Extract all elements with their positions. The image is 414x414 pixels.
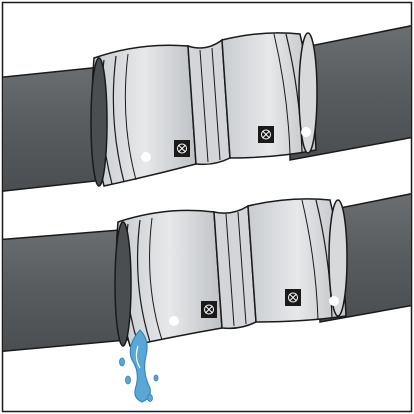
lower-press-indicator-right	[285, 289, 301, 306]
upper-coupling	[90, 32, 318, 187]
lower-press-indicator-left	[201, 301, 217, 318]
water-drop-icon	[147, 394, 153, 402]
lower-seal-marker-left	[169, 316, 179, 326]
water-leak-icon	[119, 329, 159, 403]
water-drop-icon	[153, 374, 159, 382]
lower-pipe-assembly	[3, 193, 411, 403]
upper-seal-marker-left	[141, 152, 151, 162]
upper-press-indicator-left	[174, 140, 190, 157]
upper-pipe-assembly	[3, 25, 411, 192]
water-drop-icon	[125, 375, 131, 385]
lower-coupling	[114, 198, 348, 347]
water-drop-icon	[119, 357, 125, 367]
lower-seal-marker-right	[329, 296, 339, 306]
upper-press-indicator-right	[258, 126, 274, 143]
upper-seal-marker-right	[301, 127, 311, 137]
